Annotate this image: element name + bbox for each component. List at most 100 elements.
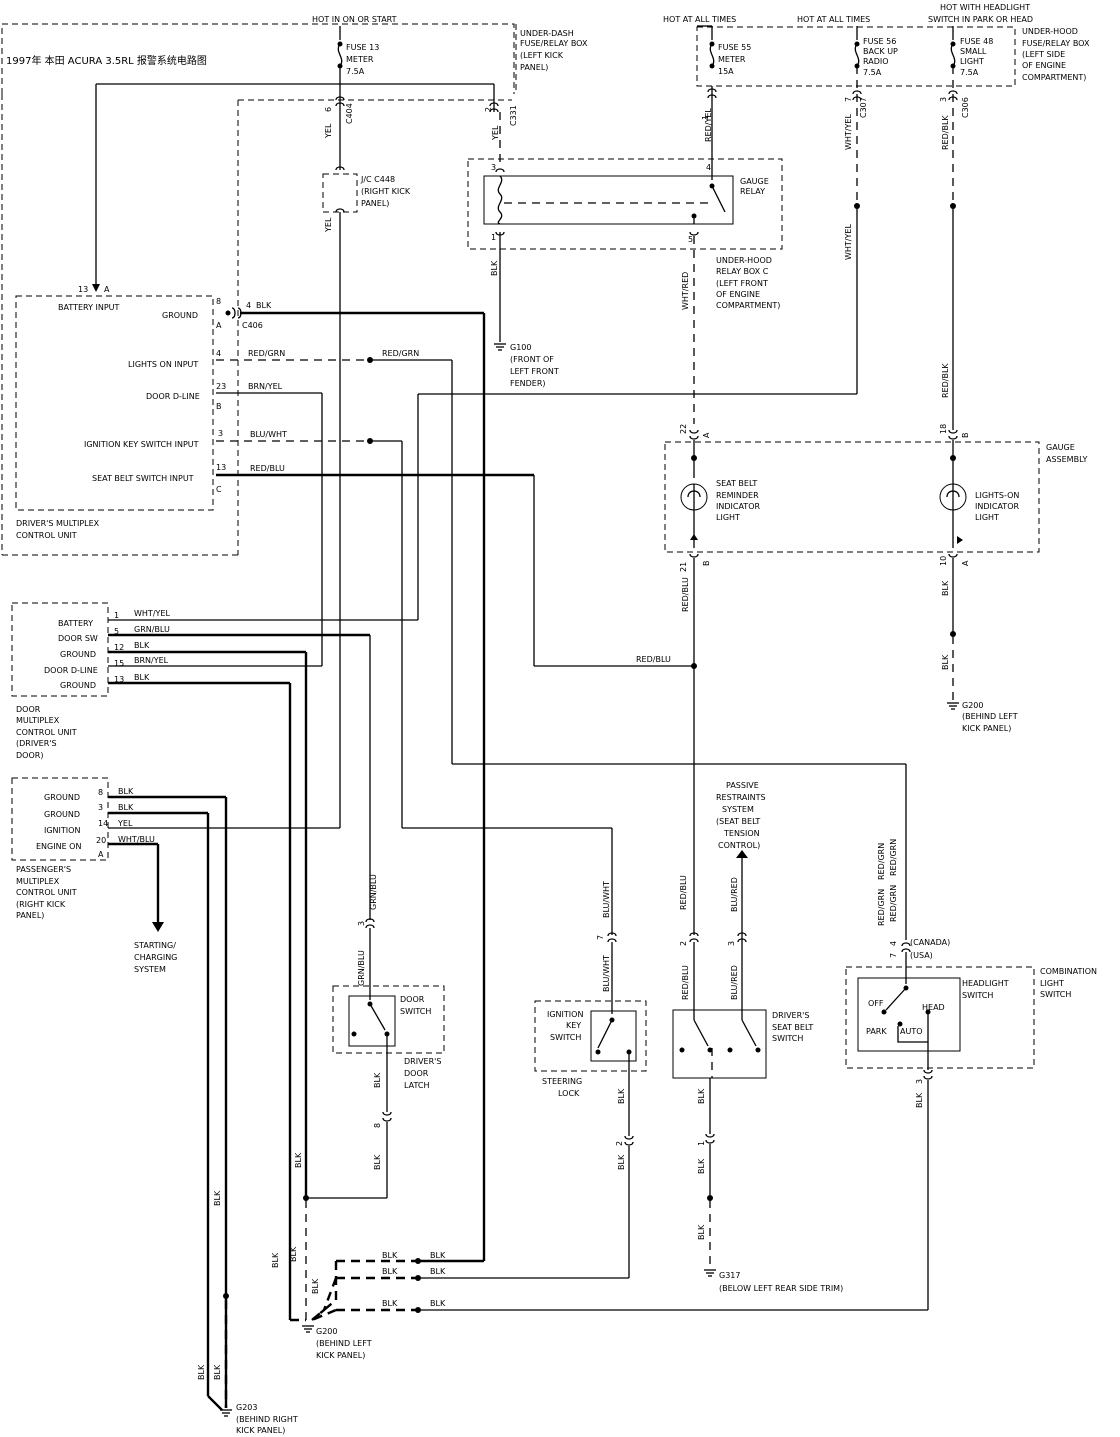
connector-c306: C306 <box>961 97 970 118</box>
svg-text:BLU/WHT: BLU/WHT <box>250 430 287 439</box>
svg-text:BLK: BLK <box>915 1092 924 1108</box>
svg-text:RED/YEL: RED/YEL <box>704 108 713 142</box>
svg-text:BLK: BLK <box>430 1251 446 1260</box>
svg-text:BLK: BLK <box>213 1190 222 1206</box>
svg-text:BLK: BLK <box>197 1364 206 1380</box>
svg-text:4: 4 <box>246 301 251 310</box>
pin-ground: GROUND <box>162 311 198 320</box>
svg-text:10: 10 <box>939 556 948 566</box>
svg-text:RED/BLK: RED/BLK <box>941 363 950 398</box>
svg-text:B: B <box>961 433 970 439</box>
svg-text:BLK: BLK <box>134 641 150 650</box>
svg-text:BLK: BLK <box>118 803 134 812</box>
svg-text:4: 4 <box>216 349 221 358</box>
svg-text:3: 3 <box>357 921 366 926</box>
svg-text:OFF: OFF <box>868 999 884 1008</box>
svg-text:15: 15 <box>114 659 124 668</box>
svg-text:C: C <box>216 485 222 494</box>
svg-text:GROUND: GROUND <box>44 793 80 802</box>
svg-text:BLK: BLK <box>941 654 950 670</box>
svg-text:DOOR D-LINE: DOOR D-LINE <box>44 666 98 675</box>
svg-text:DOOR SW: DOOR SW <box>58 634 98 643</box>
svg-text:BLK: BLK <box>373 1072 382 1088</box>
svg-text:14: 14 <box>98 819 108 828</box>
svg-text:4: 4 <box>706 163 711 172</box>
svg-text:BLK: BLK <box>430 1299 446 1308</box>
seatbelt-switch-label: DRIVER'S SEAT BELT SWITCH <box>772 1011 816 1043</box>
svg-text:BLU/WHT: BLU/WHT <box>602 881 611 918</box>
lights-on-indicator-label: LIGHTS-ON INDICATOR LIGHT <box>975 491 1022 522</box>
svg-text:B: B <box>216 402 222 411</box>
svg-text:WHT/YEL: WHT/YEL <box>844 224 853 260</box>
svg-text:8: 8 <box>98 788 103 797</box>
svg-text:2: 2 <box>679 941 688 946</box>
svg-text:2: 2 <box>615 1141 624 1146</box>
svg-text:BLK: BLK <box>617 1088 626 1104</box>
svg-text:BLK: BLK <box>617 1154 626 1170</box>
svg-text:BLK: BLK <box>697 1224 706 1240</box>
connector-c307: C307 <box>859 97 868 118</box>
pin-battery-input: BATTERY INPUT <box>58 303 120 312</box>
svg-text:G317(BELOW LEFT REAR SIDE TRIM: G317(BELOW LEFT REAR SIDE TRIM) <box>719 1271 843 1293</box>
svg-text:B: B <box>702 561 711 567</box>
svg-text:3: 3 <box>491 163 496 172</box>
svg-text:A: A <box>98 850 104 859</box>
connector-c406: C406 <box>242 321 263 330</box>
svg-text:A: A <box>961 560 970 566</box>
svg-text:GROUND: GROUND <box>60 681 96 690</box>
diagram-title: 1997年 本田 ACURA 3.5RL 报警系统电路图 <box>6 54 207 67</box>
svg-text:BLK: BLK <box>697 1088 706 1104</box>
pin-lights-on-input: LIGHTS ON INPUT <box>128 360 198 369</box>
svg-text:7: 7 <box>596 935 605 940</box>
svg-text:HEAD: HEAD <box>922 1003 945 1012</box>
svg-text:BLK: BLK <box>382 1299 398 1308</box>
door-latch-label: DRIVER'S DOOR LATCH <box>404 1057 444 1090</box>
svg-text:6: 6 <box>324 107 333 112</box>
svg-text:YEL: YEL <box>491 125 500 141</box>
header-hot-headlight-1: HOT WITH HEADLIGHT <box>940 3 1030 12</box>
svg-text:WHT/YEL: WHT/YEL <box>844 114 853 150</box>
svg-text:3: 3 <box>939 97 948 102</box>
svg-text:5: 5 <box>688 235 693 244</box>
svg-text:ENGINE ON: ENGINE ON <box>36 842 81 851</box>
svg-text:BLK: BLK <box>118 787 134 796</box>
svg-text:7: 7 <box>889 953 898 958</box>
svg-text:21: 21 <box>679 562 688 572</box>
svg-text:RED/BLU: RED/BLU <box>636 655 671 664</box>
header-hot-all-1: HOT AT ALL TIMES <box>663 15 736 24</box>
svg-text:BLU/RED: BLU/RED <box>730 877 739 912</box>
pin-seat-belt-switch: SEAT BELT SWITCH INPUT <box>92 474 194 483</box>
svg-text:BLK: BLK <box>373 1154 382 1170</box>
svg-text:13: 13 <box>78 285 88 294</box>
svg-text:13: 13 <box>114 675 124 684</box>
svg-text:1: 1 <box>114 611 119 620</box>
pin-door-d-line: DOOR D-LINE <box>146 392 200 401</box>
svg-text:AUTO: AUTO <box>900 1027 923 1036</box>
svg-text:1: 1 <box>491 233 496 242</box>
svg-text:BLK: BLK <box>294 1152 303 1168</box>
svg-text:BRN/YEL: BRN/YEL <box>248 382 283 391</box>
svg-text:RED/BLU: RED/BLU <box>681 577 690 612</box>
svg-text:WHT/YEL: WHT/YEL <box>134 609 170 618</box>
svg-text:BLK: BLK <box>256 301 272 310</box>
svg-text:YEL: YEL <box>324 217 333 233</box>
svg-text:A: A <box>216 321 222 330</box>
svg-text:BLU/RED: BLU/RED <box>730 965 739 1000</box>
svg-text:IGNITION: IGNITION <box>44 826 80 835</box>
svg-text:BATTERY: BATTERY <box>58 619 93 628</box>
svg-text:22: 22 <box>679 424 688 434</box>
svg-text:BLK: BLK <box>311 1278 320 1294</box>
svg-text:BLK: BLK <box>382 1267 398 1276</box>
